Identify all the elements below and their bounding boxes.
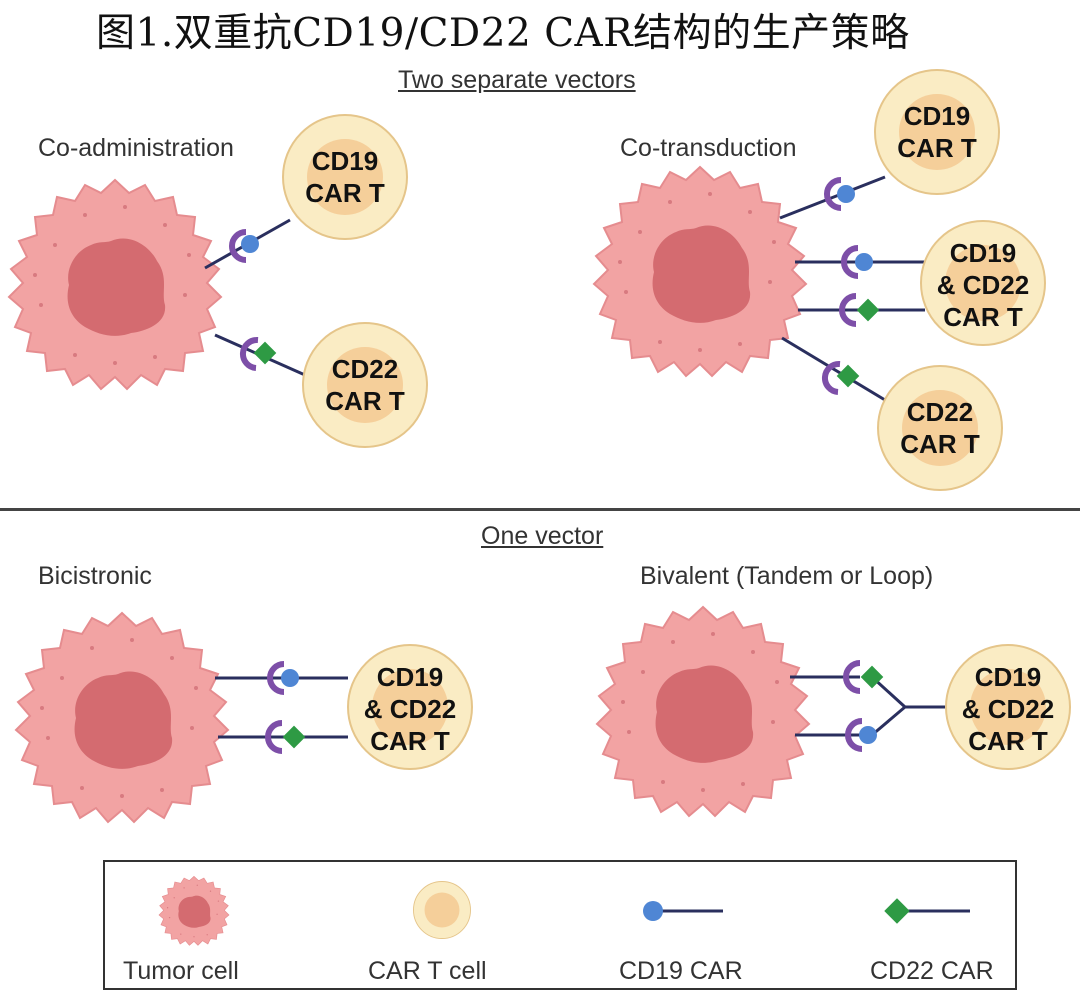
cd22-receptor xyxy=(839,293,857,327)
cell-label-line: CAR T xyxy=(370,726,450,756)
cell-label-line: & CD22 xyxy=(937,270,1029,300)
tumor-cell-bicistronic xyxy=(15,612,229,823)
legend-label-cd22-car: CD22 CAR xyxy=(870,957,994,985)
legend-cd22-car-icon xyxy=(884,898,910,924)
tumor-cell-co-transduction xyxy=(593,166,807,377)
cd19-receptor xyxy=(845,718,863,752)
panel-label-bicistronic: Bicistronic xyxy=(38,562,152,590)
car-t-cell-cd22 xyxy=(302,322,428,448)
cell-label-line: CAR T xyxy=(325,386,405,416)
cd22-car-binder xyxy=(836,364,860,388)
legend-label-car-t-cell: CAR T cell xyxy=(368,957,487,985)
diagram-canvas: CD19 CAR T CD22 CAR T CD19 CAR T CD19 & … xyxy=(8,69,1071,823)
tumor-cell-bivalent xyxy=(596,606,810,817)
cd22-car-binder xyxy=(856,298,880,322)
legend-cd19-car-icon xyxy=(643,901,663,921)
cell-label-line: CAR T xyxy=(968,726,1048,756)
tumor-cell-co-administration xyxy=(8,179,222,390)
cell-label-line: CD19 xyxy=(377,662,443,692)
cd19-car-binder xyxy=(837,185,855,203)
section-divider xyxy=(0,508,1080,511)
panel-label-co-administration: Co-administration xyxy=(38,134,234,162)
bivalent-car-stalk xyxy=(870,675,945,737)
legend-tumor-cell-icon xyxy=(158,876,230,946)
car-t-cell-cd22 xyxy=(877,365,1003,491)
cell-label-line: & CD22 xyxy=(962,694,1054,724)
cell-label-line: CAR T xyxy=(943,302,1023,332)
cell-label-line: & CD22 xyxy=(364,694,456,724)
cd19-car-binder xyxy=(859,726,877,744)
section-heading-two-vectors: Two separate vectors xyxy=(398,66,636,94)
cd19-car-binder xyxy=(281,669,299,687)
section-heading-one-vector: One vector xyxy=(481,522,604,550)
cd22-receptor xyxy=(821,360,841,395)
legend-label-tumor-cell: Tumor cell xyxy=(123,957,239,985)
cd19-car-binder xyxy=(241,235,259,253)
legend-box: Tumor cell CAR T cell CD19 CAR CD22 CAR xyxy=(103,860,1017,990)
legend-label-cd19-car: CD19 CAR xyxy=(619,957,743,985)
cd22-receptor xyxy=(265,720,283,754)
cd19-receptor xyxy=(841,245,859,279)
cd22-receptor xyxy=(239,336,259,371)
figure-title: 图1.双重抗CD19/CD22 CAR结构的生产策略 xyxy=(96,11,910,56)
car-stalk xyxy=(779,175,886,220)
cd22-receptor xyxy=(843,660,861,694)
car-stalk xyxy=(781,336,886,402)
legend-symbols xyxy=(158,876,970,946)
cd19-receptor xyxy=(824,177,842,211)
cell-label-line: CD22 xyxy=(332,354,398,384)
car-t-cell-cd19 xyxy=(282,114,408,240)
cell-label-line: CD19 xyxy=(950,238,1016,268)
cd19-receptor xyxy=(229,229,247,263)
cd22-car-binder xyxy=(860,665,884,689)
cell-label-line: CD19 xyxy=(975,662,1041,692)
cell-label-line: CAR T xyxy=(900,429,980,459)
car-t-cell-cd19 xyxy=(874,69,1000,195)
panel-label-bivalent: Bivalent (Tandem or Loop) xyxy=(640,562,934,590)
cell-label-line: CD19 xyxy=(904,101,970,131)
cell-label-line: CAR T xyxy=(305,178,385,208)
cell-label-line: CAR T xyxy=(897,133,977,163)
panel-label-co-transduction: Co-transduction xyxy=(620,134,797,162)
cd19-receptor xyxy=(267,661,285,695)
cd19-car-binder xyxy=(855,253,873,271)
cell-label-line: CD22 xyxy=(907,397,973,427)
cd22-car-binder xyxy=(282,725,306,749)
cd22-car-binder xyxy=(253,341,277,365)
cell-label-line: CD19 xyxy=(312,146,378,176)
legend-car-t-cell-icon xyxy=(413,881,471,939)
